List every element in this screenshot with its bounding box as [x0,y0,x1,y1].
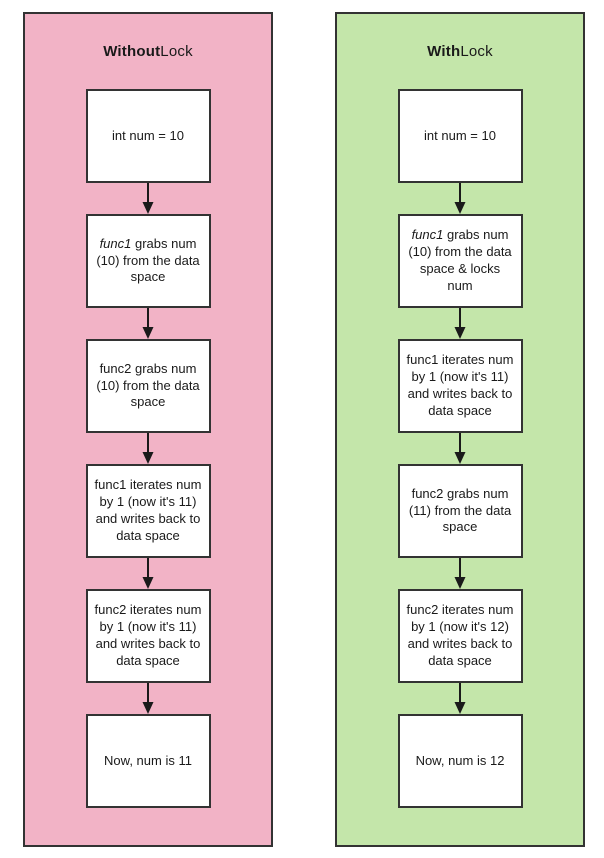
flow-box-text: Now, num is 11 [104,752,192,768]
flow-box-text: func1 grabs num (10) from the data space… [408,227,512,293]
panel-with-lock: With Lock int num = 10 func1 grabs num (… [335,12,585,847]
flow-box-text: func2 grabs num (10) from the data space [96,360,200,410]
flow-box-result: Now, num is 11 [85,714,211,808]
panel-title-bold: Without [103,43,161,60]
panel-without-lock: Without Lock int num = 10 func1 grabs nu… [23,12,273,847]
flow-box-func1-iterate: func1 iterates num by 1 (now it's 11) an… [85,464,211,558]
flow-box-func1-iterate: func1 iterates num by 1 (now it's 11) an… [397,339,523,433]
arrow-down-icon [453,183,467,214]
flow-without-lock: int num = 10 func1 grabs num (10) from t… [25,89,271,808]
panel-title-bold: With [427,43,461,60]
flow-box-func2-iterate: func2 iterates num by 1 (now it's 11) an… [85,589,211,683]
flow-box-func1-grab: func1 grabs num (10) from the data space [85,214,211,308]
panel-title-with-lock: With Lock [337,14,583,89]
flow-box-text: func2 iterates num by 1 (now it's 12) an… [406,602,514,668]
flow-box-func2-iterate: func2 iterates num by 1 (now it's 12) an… [397,589,523,683]
arrow-down-icon [453,308,467,339]
arrow-down-icon [141,183,155,214]
flow-box-init: int num = 10 [85,89,211,183]
flow-box-result: Now, num is 12 [397,714,523,808]
panel-title-without-lock: Without Lock [25,14,271,89]
arrow-down-icon [141,558,155,589]
flow-with-lock: int num = 10 func1 grabs num (10) from t… [337,89,583,808]
flow-box-text: Now, num is 12 [415,752,505,768]
flow-box-text: int num = 10 [424,127,496,143]
flow-box-text: func2 iterates num by 1 (now it's 11) an… [94,602,202,668]
arrow-down-icon [453,433,467,464]
func-name-italic: func1 [411,227,444,243]
flow-box-func2-grab: func2 grabs num (11) from the data space [397,464,523,558]
flow-box-text: func1 iterates num by 1 (now it's 11) an… [406,352,514,418]
arrow-down-icon [141,308,155,339]
flow-box-text: func1 grabs num (10) from the data space [96,235,200,285]
flow-box-func1-grab-lock: func1 grabs num (10) from the data space… [397,214,523,308]
flow-box-text: func1 iterates num by 1 (now it's 11) an… [94,477,202,543]
arrow-down-icon [141,683,155,714]
panel-title-rest: Lock [460,43,493,60]
func-name-italic: func1 [99,235,132,251]
flow-box-init: int num = 10 [397,89,523,183]
flow-box-text: int num = 10 [112,127,184,143]
arrow-down-icon [453,558,467,589]
panel-title-rest: Lock [160,43,193,60]
flow-box-text: func2 grabs num (11) from the data space [408,485,512,535]
arrow-down-icon [141,433,155,464]
arrow-down-icon [453,683,467,714]
flow-box-func2-grab: func2 grabs num (10) from the data space [85,339,211,433]
